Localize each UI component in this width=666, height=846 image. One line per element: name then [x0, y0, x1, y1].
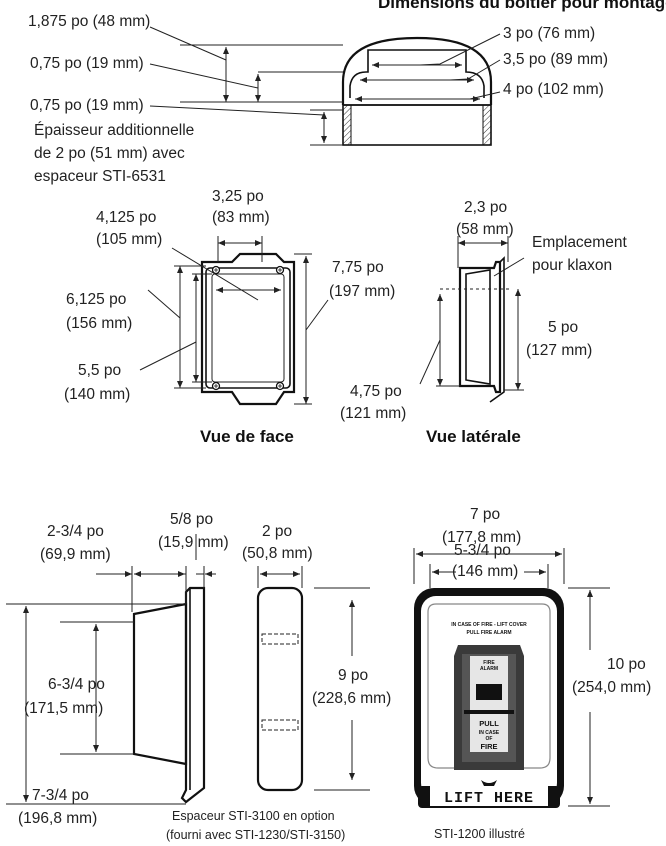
dim-4-125po: 4,125 po [96, 209, 156, 226]
alarm-label-incase: IN CASE [479, 730, 500, 736]
note-line1: Épaisseur additionnelle [34, 122, 194, 139]
front-view [139, 236, 329, 406]
sti-1200-caption: STI-1200 illustré [434, 827, 525, 841]
side-inner [465, 269, 491, 385]
side-flange [489, 256, 505, 403]
cover-text-line2: PULL FIRE ALARM [467, 630, 512, 636]
dim-5po: 5 po [548, 319, 578, 336]
front-screws [211, 265, 285, 391]
dome-outer [341, 36, 493, 105]
dim-5-8po: 5/8 po [170, 511, 213, 528]
caption-side-view: Vue latérale [426, 427, 521, 446]
dim-4-75po: 4,75 po [350, 383, 402, 400]
dim-0-75po-b: 0,75 po (19 mm) [30, 97, 144, 114]
dim-7-3-4po: 7-3/4 po [32, 787, 89, 804]
dim-5-5po: 5,5 po [78, 362, 121, 379]
dim-50-8mm: (50,8 mm) [242, 545, 313, 562]
spacer-side-profile [6, 534, 216, 805]
dim-2-3po: 2,3 po [464, 199, 507, 216]
dim-5-3-4po: 5-3/4 po [454, 542, 511, 559]
dim-2po: 2 po [262, 523, 292, 540]
dim-3po: 3 po (76 mm) [503, 25, 595, 42]
alarm-label-fire2: FIRE [480, 742, 497, 751]
spacer-caption-line1: Espaceur STI-3100 en option [172, 809, 335, 823]
box-body [342, 104, 492, 146]
dim-156mm: (156 mm) [66, 315, 132, 332]
dim-58mm: (58 mm) [456, 221, 514, 238]
dim-196-8mm: (196,8 mm) [18, 810, 97, 827]
spacer-outline [256, 586, 304, 792]
dim-105mm: (105 mm) [96, 231, 162, 248]
dim-3-25po: 3,25 po [212, 188, 264, 205]
box-wall-left [342, 104, 352, 146]
dim-2-3-4po: 2-3/4 po [47, 523, 104, 540]
front-outer-plate [200, 252, 296, 406]
top-left-dims [149, 26, 343, 146]
dim-15-9mm: (15,9 mm) [158, 534, 229, 551]
alarm-label-pull: PULL [479, 719, 499, 728]
alarm-label-of: OF [486, 736, 493, 742]
spacer-front [256, 566, 370, 792]
dim-6-125po: 6,125 po [66, 291, 126, 308]
dim-1-875po: 1,875 po (48 mm) [28, 13, 150, 30]
dim-254-0mm: (254,0 mm) [572, 679, 651, 696]
dim-197mm: (197 mm) [329, 283, 395, 300]
front-inner-frame [205, 267, 291, 389]
dome-section [341, 33, 501, 146]
spacer-caption-line2: (fourni avec STI-1230/STI-3150) [166, 828, 345, 842]
dim-127mm: (127 mm) [526, 342, 592, 359]
cover-text-line1: IN CASE OF FIRE - LIFT COVER [451, 622, 527, 628]
dim-9po: 9 po [338, 667, 368, 684]
dim-7po: 7 po [470, 506, 500, 523]
sti-1200-front [413, 548, 610, 808]
dim-7-75po: 7,75 po [332, 259, 384, 276]
dim-6-3-4po: 6-3/4 po [48, 676, 105, 693]
caption-front-view: Vue de face [200, 427, 294, 446]
side-view [419, 236, 525, 403]
box-wall-right [482, 104, 492, 146]
dim-121mm: (121 mm) [340, 405, 406, 422]
lift-here-label: LIFT HERE [444, 790, 534, 807]
dim-146mm: (146 mm) [452, 563, 518, 580]
dim-69-9mm: (69,9 mm) [40, 546, 111, 563]
box-side [132, 602, 188, 766]
dim-140mm: (140 mm) [64, 386, 130, 403]
dim-0-75po-a: 0,75 po (19 mm) [30, 55, 144, 72]
spacer-plate [180, 586, 206, 804]
top-title: Dimensions du boîtier pour montage en ap… [378, 0, 666, 12]
alarm-label-alarm: ALARM [480, 666, 498, 672]
dim-4po: 4 po (102 mm) [503, 81, 604, 98]
front-inner-opening [211, 273, 285, 383]
dim-10po: 10 po [607, 656, 646, 673]
side-outline [458, 260, 502, 394]
dim-177-8mm: (177,8 mm) [442, 529, 521, 546]
dim-171-5mm: (171,5 mm) [24, 700, 103, 717]
dim-228-6mm: (228,6 mm) [312, 690, 391, 707]
dim-3-5po: 3,5 po (89 mm) [503, 51, 608, 68]
alarm-label-fire: FIRE [483, 660, 495, 666]
note-line3: espaceur STI-6531 [34, 168, 166, 185]
dim-83mm: (83 mm) [212, 209, 270, 226]
horn-label-line1: Emplacement [532, 234, 627, 251]
dome-inner [349, 49, 485, 98]
horn-label-line2: pour klaxon [532, 257, 612, 274]
note-line2: de 2 po (51 mm) avec [34, 145, 185, 162]
